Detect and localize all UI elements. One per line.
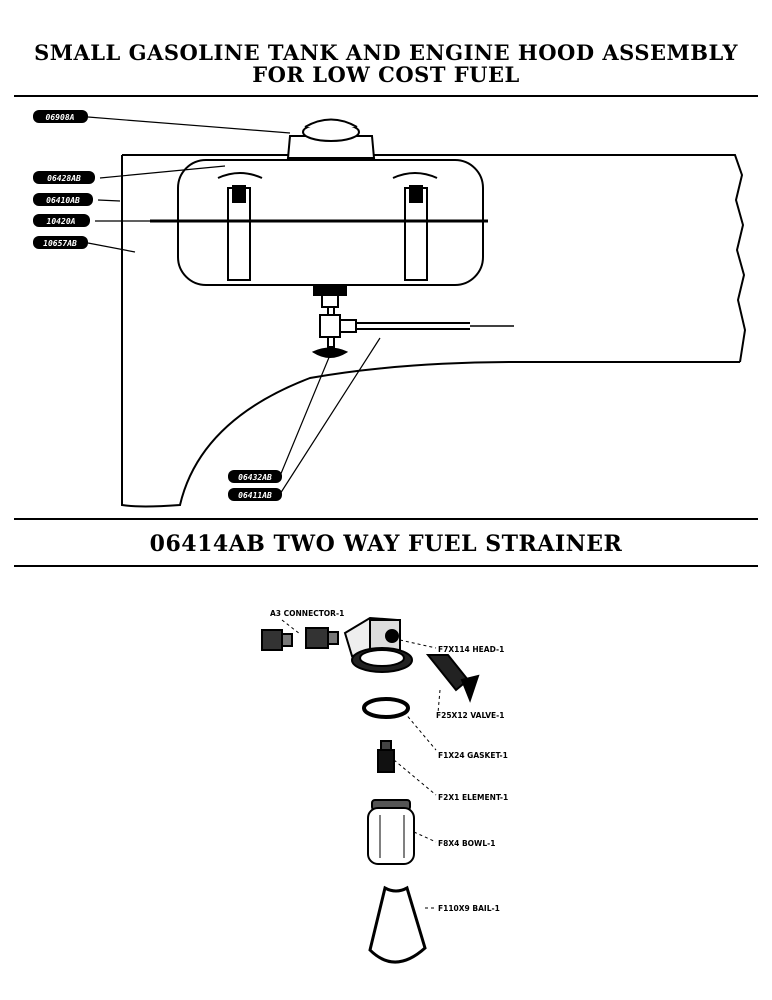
callout-tag: 06908A: [33, 110, 88, 123]
element-part: [377, 740, 395, 773]
callout-text: 10420A: [47, 217, 76, 226]
diagram-title-line2: FOR LOW COST FUEL: [252, 62, 520, 87]
gasket-label: F1X24 GASKET-1: [438, 751, 508, 760]
bail-label: F110X9 BAIL-1: [438, 904, 500, 913]
strainer-head: [343, 616, 413, 673]
callout-tag: 06432AB: [228, 470, 282, 483]
callout-tag: 06410AB: [33, 193, 93, 206]
callout-tag: 10657AB: [33, 236, 88, 249]
callout-tag: 10420A: [33, 214, 90, 227]
callout-tag: 06411AB: [228, 488, 282, 501]
element-label: F2X1 ELEMENT-1: [438, 793, 508, 802]
gasket-part: [362, 697, 410, 719]
valve-label: F25X12 VALVE-1: [436, 711, 505, 720]
callout-text: 10657AB: [43, 239, 77, 248]
diagram-title-line1: SMALL GASOLINE TANK AND ENGINE HOOD ASSE…: [34, 40, 738, 65]
tank-callout-tags: 06908A 06428AB 06410AB 10420A 10657AB 06…: [33, 110, 282, 501]
strainer-leader-lines: [281, 619, 441, 909]
callout-text: 06411AB: [238, 491, 272, 500]
strainer-valve: [425, 654, 480, 703]
fuel-tank: [150, 118, 514, 358]
lower-divider: [14, 565, 758, 567]
connector-fittings: [261, 627, 339, 651]
strainer-title: 06414AB TWO WAY FUEL STRAINER: [149, 531, 623, 557]
bail-part: [368, 885, 427, 964]
top-divider: [14, 95, 758, 97]
bowl-part: [367, 799, 415, 865]
callout-tag: 06428AB: [33, 171, 95, 184]
callout-text: 06428AB: [47, 174, 81, 183]
tank-leader-lines: [87, 116, 381, 495]
strainer-exploded-view: [261, 616, 480, 964]
callout-text: 06432AB: [238, 473, 272, 482]
engine-hood: [121, 154, 747, 508]
callout-text: 06410AB: [46, 196, 80, 205]
connector-label: A3 CONNECTOR-1: [270, 609, 344, 618]
bowl-label: F8X4 BOWL-1: [438, 839, 495, 848]
callout-text: 06908A: [46, 113, 75, 122]
middle-divider: [14, 518, 758, 520]
head-label: F7X114 HEAD-1: [438, 645, 504, 654]
